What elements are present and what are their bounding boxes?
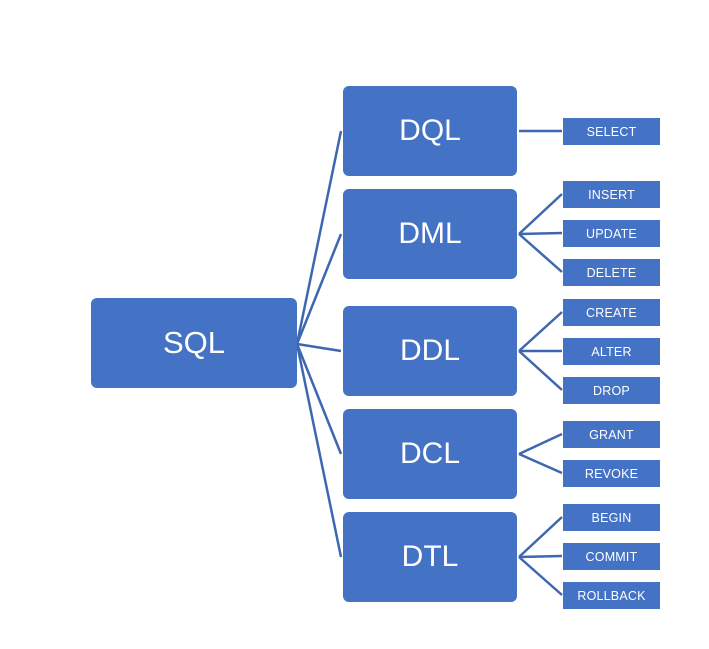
command-label: GRANT — [589, 427, 634, 442]
connector-ddl-to-command — [518, 350, 563, 391]
command-node-create: CREATE — [563, 299, 660, 326]
connector-root-to-dcl — [295, 343, 343, 455]
command-node-grant: GRANT — [563, 421, 660, 448]
connector-dtl-to-command — [518, 554, 563, 559]
category-label-dtl: DTL — [401, 540, 459, 573]
command-node-revoke: REVOKE — [563, 460, 660, 487]
command-node-insert: INSERT — [563, 181, 660, 208]
command-label: BEGIN — [591, 510, 632, 525]
command-label: INSERT — [588, 187, 635, 202]
category-node-dtl: DTL — [343, 512, 517, 602]
connector-dcl-to-command — [518, 452, 563, 475]
category-label-ddl: DDL — [399, 334, 460, 367]
connector-dml-to-command — [518, 231, 563, 236]
command-node-delete: DELETE — [563, 259, 660, 286]
command-label: DROP — [593, 383, 630, 398]
root-label: SQL — [162, 325, 226, 360]
connector-root-to-dml — [295, 233, 343, 345]
command-node-rollback: ROLLBACK — [563, 582, 660, 609]
command-label: SELECT — [586, 124, 637, 139]
command-node-select: SELECT — [563, 118, 660, 145]
command-label: DELETE — [586, 265, 637, 280]
connector-dtl-to-command — [518, 516, 563, 558]
command-label: REVOKE — [584, 466, 639, 481]
category-node-dml: DML — [343, 189, 517, 279]
category-label-dcl: DCL — [399, 437, 460, 470]
connector-dml-to-command — [518, 193, 563, 235]
command-node-begin: BEGIN — [563, 504, 660, 531]
command-label: UPDATE — [586, 226, 637, 241]
connector-root-to-dql — [295, 130, 343, 345]
connector-dcl-to-command — [518, 432, 563, 456]
command-label: CREATE — [586, 305, 637, 320]
connector-dtl-to-command — [518, 556, 563, 596]
category-node-ddl: DDL — [343, 306, 517, 396]
command-node-alter: ALTER — [563, 338, 660, 365]
category-label-dql: DQL — [399, 114, 461, 147]
command-node-update: UPDATE — [563, 220, 660, 247]
command-label: COMMIT — [585, 549, 638, 564]
connector-dml-to-command — [518, 233, 563, 273]
command-label: ROLLBACK — [577, 588, 646, 603]
command-node-drop: DROP — [563, 377, 660, 404]
connector-ddl-to-command — [518, 311, 563, 352]
connector-root-to-ddl — [296, 342, 342, 353]
category-node-dql: DQL — [343, 86, 517, 176]
command-label: ALTER — [591, 344, 632, 359]
root-node-sql: SQL — [91, 298, 297, 388]
category-label-dml: DML — [398, 217, 462, 250]
command-node-commit: COMMIT — [563, 543, 660, 570]
category-node-dcl: DCL — [343, 409, 517, 499]
connector-root-to-dtl — [295, 343, 343, 558]
